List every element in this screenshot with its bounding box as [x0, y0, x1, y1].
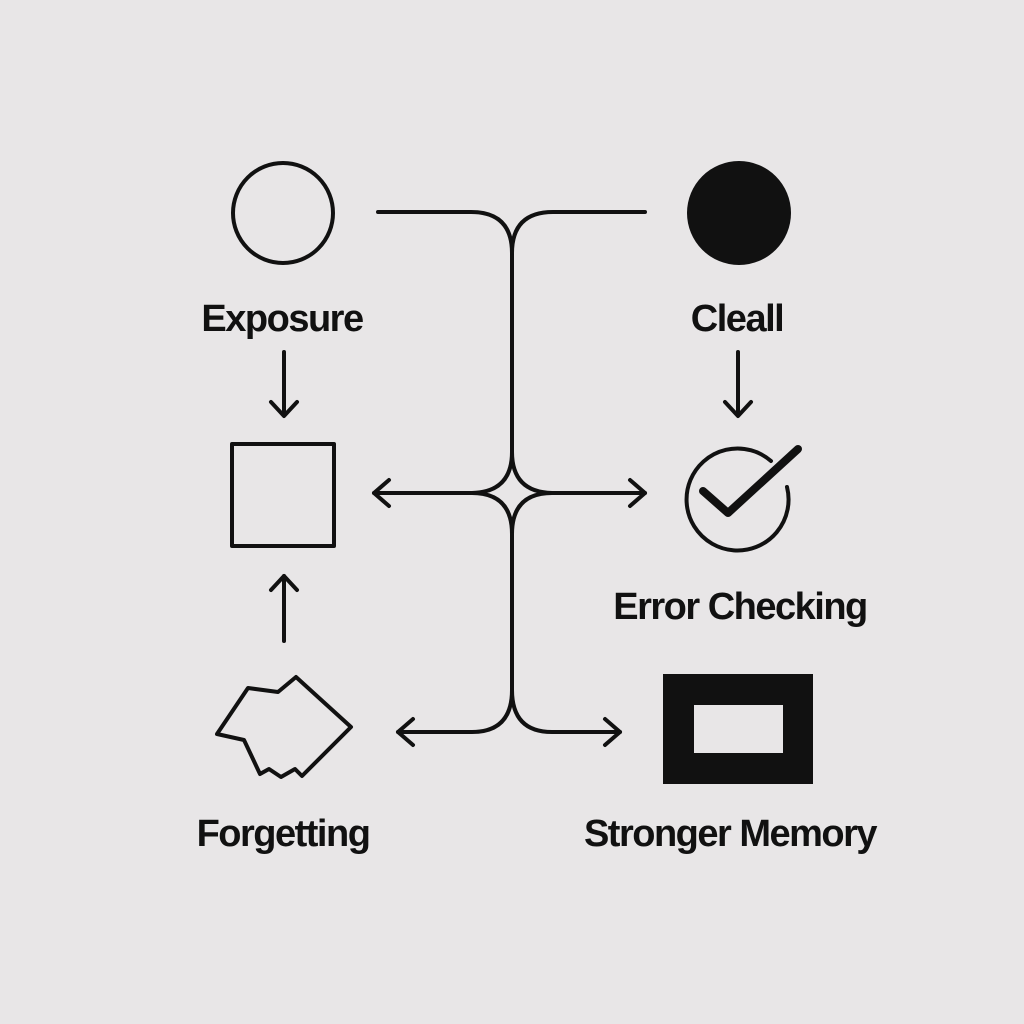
forgetting-label: Forgetting	[196, 813, 371, 855]
exposure-label: Exposure	[201, 298, 364, 340]
arrow-to-stronger-memory	[603, 717, 622, 747]
hollow-square-icon	[230, 442, 336, 548]
stronger-memory-label: Stronger Memory	[583, 813, 878, 855]
arrow-junction-to-encoding	[372, 478, 474, 508]
checkmark-circle-icon	[684, 445, 802, 553]
filled-circle-icon	[687, 161, 791, 265]
arrow-forgetting-to-encoding	[269, 574, 299, 643]
cleall-label: Cleall	[690, 298, 785, 340]
arrow-exposure-to-encoding	[269, 350, 299, 418]
arrow-junction-to-error-checking	[550, 478, 647, 508]
broken-shape-icon	[215, 675, 353, 779]
framed-rectangle-icon	[663, 674, 813, 784]
arrow-cleall-to-error-checking	[723, 350, 753, 418]
central-connector	[376, 210, 647, 734]
hollow-circle-icon	[231, 161, 335, 265]
arrow-to-forgetting	[396, 717, 415, 747]
error-checking-label: Error Checking	[613, 586, 868, 628]
